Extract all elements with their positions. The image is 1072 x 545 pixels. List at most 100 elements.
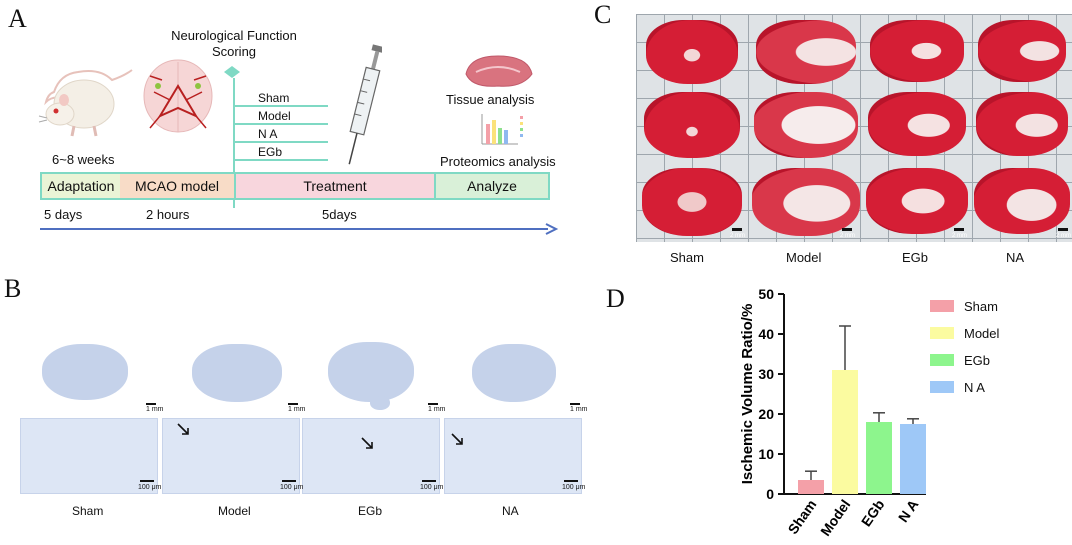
nissl-bottom-scale-label-1: 100 μm bbox=[138, 484, 162, 491]
nissl-bottom-scale-label-3: 100 μm bbox=[420, 484, 444, 491]
ttc-scale-label-4: 2 mm bbox=[1056, 233, 1071, 239]
legend-swatch-sham bbox=[930, 300, 954, 312]
ttc-scale-label-1: 2 mm bbox=[730, 233, 745, 239]
nissl-bottom-scale-label-4: 100 μm bbox=[562, 484, 586, 491]
x-tick-label-3: N A bbox=[895, 497, 922, 526]
nissl-zoom-na bbox=[444, 418, 582, 494]
nissl-top-scalebar-1 bbox=[146, 403, 156, 405]
panel-a-letter: A bbox=[8, 4, 27, 33]
scoring-title-line2: Scoring bbox=[211, 44, 257, 59]
ttc-label-na: NA bbox=[1006, 250, 1025, 265]
rat-icon bbox=[38, 69, 133, 137]
ttc-slice-sham-2 bbox=[644, 92, 740, 158]
ttc-scalebar-4 bbox=[1058, 228, 1068, 231]
nissl-label-na: NA bbox=[502, 504, 519, 518]
legend-label-na: N A bbox=[964, 380, 985, 395]
duration-mcao: 2 hours bbox=[146, 207, 190, 222]
ttc-slice-model-2 bbox=[754, 92, 858, 158]
ttc-slice-na-2 bbox=[976, 92, 1068, 156]
ttc-scalebar-2 bbox=[842, 228, 852, 231]
ttc-label-sham: Sham bbox=[670, 250, 704, 265]
ttc-slice-egb-3 bbox=[866, 168, 968, 234]
group-list: Sham Model N A EGb bbox=[258, 89, 291, 161]
nissl-brain-model bbox=[192, 344, 282, 402]
x-tick-label-2: EGb bbox=[858, 497, 888, 530]
nissl-top-scalebar-3 bbox=[428, 403, 438, 405]
legend-label-model: Model bbox=[964, 326, 1000, 341]
stage-analyze: Analyze bbox=[434, 172, 550, 200]
bar-na bbox=[900, 424, 926, 494]
syringe-icon bbox=[348, 44, 382, 165]
ttc-scalebar-3 bbox=[954, 228, 964, 231]
nissl-fragment-egb bbox=[370, 396, 390, 410]
proteomics-analysis-label: Proteomics analysis bbox=[440, 154, 556, 169]
nissl-zoom-egb bbox=[302, 418, 440, 494]
panel-b-letter: B bbox=[4, 274, 22, 303]
duration-adaptation: 5 days bbox=[44, 207, 83, 222]
tissue-slice-icon bbox=[465, 55, 533, 87]
ttc-scale-label-2: 2 mm bbox=[840, 233, 855, 239]
stage-mcao-model: MCAO model bbox=[120, 172, 236, 200]
legend-label-sham: Sham bbox=[964, 299, 998, 314]
ttc-label-model: Model bbox=[786, 250, 822, 265]
nissl-top-scalebar-2 bbox=[288, 403, 298, 405]
ttc-slice-sham-3 bbox=[642, 168, 742, 236]
group-model: Model bbox=[258, 109, 291, 123]
ttc-slice-model-1 bbox=[756, 20, 856, 84]
ttc-slice-egb-2 bbox=[868, 92, 966, 156]
legend-swatch-na bbox=[930, 381, 954, 393]
stage-adaptation: Adaptation bbox=[40, 172, 122, 200]
bar-model bbox=[832, 370, 858, 494]
ttc-photo-grid: 2 mm 2 mm 2 mm 2 mm bbox=[636, 14, 1072, 242]
duration-treatment: 5days bbox=[322, 207, 357, 222]
arrow-marker-egb bbox=[361, 437, 373, 449]
y-axis-label: Ischemic Volume Ratio/% bbox=[739, 304, 756, 485]
scoring-title-line1: Neurological Function bbox=[171, 28, 297, 43]
ttc-slice-egb-1 bbox=[870, 20, 964, 82]
group-sham: Sham bbox=[258, 91, 290, 105]
nissl-bottom-scale-label-2: 100 μm bbox=[280, 484, 304, 491]
ttc-label-egb: EGb bbox=[902, 250, 929, 265]
nissl-top-scale-label-1: 1 mm bbox=[146, 406, 164, 413]
y-tick-label-1: 10 bbox=[758, 446, 774, 462]
y-tick-label-4: 40 bbox=[758, 326, 774, 342]
bar-egb bbox=[866, 422, 892, 494]
nissl-brain-egb bbox=[328, 342, 414, 402]
y-tick-label-2: 20 bbox=[758, 406, 774, 422]
legend-label-egb: EGb bbox=[964, 353, 991, 368]
y-tick-label-5: 50 bbox=[758, 286, 774, 302]
arrow-marker-na bbox=[451, 433, 463, 445]
timeline-arrow bbox=[40, 223, 559, 235]
tissue-analysis-label: Tissue analysis bbox=[446, 92, 535, 107]
arrow-marker-model bbox=[177, 423, 189, 435]
panel-d-letter: D bbox=[606, 284, 625, 313]
ttc-slice-na-1 bbox=[978, 20, 1066, 82]
group-egb: EGb bbox=[258, 145, 283, 159]
group-na: N A bbox=[258, 127, 278, 141]
y-tick-label-0: 0 bbox=[766, 486, 774, 502]
y-tick-label-3: 30 bbox=[758, 366, 774, 382]
proteomics-mini-chart-icon bbox=[481, 114, 523, 145]
nissl-label-egb: EGb bbox=[358, 504, 383, 518]
legend-swatch-model bbox=[930, 327, 954, 339]
nissl-zoom-sham bbox=[20, 418, 158, 494]
stage-treatment: Treatment bbox=[236, 172, 436, 200]
ttc-slice-sham-1 bbox=[646, 20, 738, 84]
mcao-brain-icon bbox=[143, 59, 213, 133]
nissl-top-scale-label-2: 1 mm bbox=[288, 406, 306, 413]
nissl-top-scalebar-4 bbox=[570, 403, 580, 405]
legend-swatch-egb bbox=[930, 354, 954, 366]
bar-sham bbox=[798, 480, 824, 494]
nissl-label-model: Model bbox=[218, 504, 251, 518]
nissl-bottom-scalebar-3 bbox=[422, 480, 436, 482]
nissl-bottom-scalebar-1 bbox=[140, 480, 154, 482]
nissl-brain-sham bbox=[42, 344, 128, 400]
nissl-top-scale-label-3: 1 mm bbox=[428, 406, 446, 413]
ttc-slice-na-3 bbox=[974, 168, 1070, 234]
nissl-brain-na bbox=[472, 344, 556, 402]
ttc-slice-model-3 bbox=[752, 168, 860, 236]
nissl-top-scale-label-4: 1 mm bbox=[570, 406, 588, 413]
ttc-scale-label-3: 2 mm bbox=[952, 233, 967, 239]
age-label: 6~8 weeks bbox=[52, 152, 115, 167]
